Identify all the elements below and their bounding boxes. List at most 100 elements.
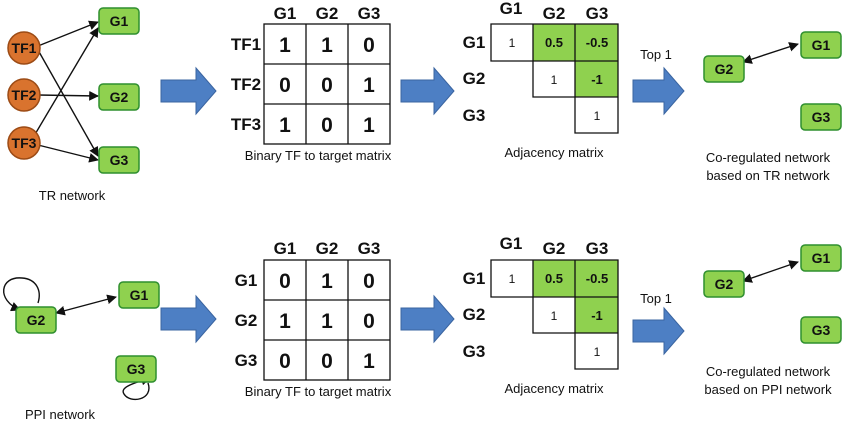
matrix-col-header: G2	[543, 239, 566, 258]
matrix-cell: -1	[591, 308, 603, 323]
network-label: PPI network	[25, 407, 96, 422]
matrix-cell: 0	[363, 34, 375, 57]
edge-g2-g1	[55, 294, 117, 316]
gene-node-label: G1	[130, 287, 149, 303]
matrix-grid	[263, 23, 391, 145]
matrix-row-header: G3	[463, 106, 486, 125]
flow-arrow	[400, 294, 455, 344]
matrix-col-header: G3	[586, 4, 609, 23]
tf-node: TF1	[7, 31, 41, 65]
tf-node-label: TF1	[12, 40, 37, 56]
ppi-network: G1 G2 G3 PPI network	[3, 277, 160, 422]
matrix-caption: Adjacency matrix	[505, 145, 604, 160]
matrix-row-header: G3	[463, 342, 486, 361]
gene-node-label: G2	[715, 276, 734, 292]
matrix-cell: 1	[321, 270, 333, 293]
matrix-col-header: G2	[543, 4, 566, 23]
matrix-row-header: TF3	[231, 115, 261, 134]
adjacency-matrix: G1 G2 G3 G1 G2 G3 1 0.5 -0.5 1 -1 1 Adja…	[463, 234, 619, 396]
gene-node-label: G3	[812, 322, 831, 338]
matrix-row-header: G1	[463, 269, 486, 288]
gene-node: G2	[98, 83, 140, 111]
matrix-cell: 0	[279, 350, 291, 373]
matrix-cell: 0	[279, 270, 291, 293]
matrix-cell: 1	[279, 310, 291, 333]
matrix-caption: Adjacency matrix	[505, 381, 604, 396]
flow-arrow	[400, 66, 455, 116]
matrix-col-header: G2	[316, 239, 339, 258]
matrix-cell: 1	[594, 109, 601, 123]
gene-node-label: G2	[110, 89, 129, 105]
gene-node-label: G3	[127, 361, 146, 377]
matrix-cell: 1	[551, 309, 558, 323]
tr-network: TF1 TF2 TF3 G1 G2 G3 TR network	[7, 7, 140, 203]
result-caption: Co-regulated network	[706, 364, 831, 379]
adjacency-matrix: G1 G2 G3 G1 G2 G3 1 0.5 -0.5 1 -1 1 Adja…	[463, 0, 619, 160]
matrix-cell: 0	[321, 114, 333, 137]
edge-tf3-g1	[33, 27, 99, 137]
matrix-cell: 1	[363, 114, 375, 137]
gene-node-label: G3	[812, 109, 831, 125]
matrix-grid	[490, 259, 619, 370]
matrix-cell: 0	[363, 310, 375, 333]
matrix-cell: 1	[594, 345, 601, 359]
matrix-col-header: G3	[586, 239, 609, 258]
matrix-caption: Binary TF to target matrix	[245, 384, 392, 399]
tf-node: TF2	[7, 78, 41, 112]
matrix-row-header: G3	[235, 351, 258, 370]
edge-tf1-g3	[37, 49, 99, 157]
top-label: Top 1	[640, 47, 672, 62]
matrix-cell: 0.5	[545, 35, 563, 50]
matrix-row-header: G2	[235, 311, 258, 330]
matrix-cell: 1	[279, 34, 291, 57]
gene-node-label: G2	[27, 312, 46, 328]
matrix-grid	[263, 259, 391, 381]
tf-node-label: TF2	[12, 87, 37, 103]
gene-node-label: G1	[812, 250, 831, 266]
gene-node: G3	[800, 103, 842, 131]
matrix-cell: 1	[321, 34, 333, 57]
gene-node-label: G1	[110, 13, 129, 29]
matrix-row-header: G1	[235, 271, 258, 290]
gene-node: G1	[800, 31, 842, 59]
matrix-cell: 0	[321, 350, 333, 373]
edge-g2-g1	[742, 260, 799, 283]
matrix-row-header: G2	[463, 305, 486, 324]
matrix-cell: -0.5	[586, 271, 608, 286]
matrix-cell: 1	[363, 74, 375, 97]
edge-g2-self	[3, 277, 40, 312]
binary-matrix: G1 G2 G3 G1 G2 G3 0 1 0 1 1 0 0 0 1 Bina…	[235, 239, 392, 399]
matrix-col-header: G1	[274, 239, 297, 258]
edge-tf1-g1	[37, 20, 99, 47]
matrix-cell: 1	[279, 114, 291, 137]
matrix-row-header: G2	[463, 69, 486, 88]
top-label: Top 1	[640, 291, 672, 306]
matrix-col-header: G2	[316, 4, 339, 23]
flow-arrow	[160, 294, 217, 344]
co-regulated-network: G1 G2 G3 Co-regulated network based on P…	[703, 244, 842, 397]
matrix-cell: 1	[509, 272, 516, 286]
flow-arrow	[632, 306, 685, 356]
gene-node: G3	[98, 146, 140, 174]
gene-node: G2	[15, 306, 57, 334]
matrix-row-header: G1	[463, 33, 486, 52]
matrix-cell: 0	[363, 270, 375, 293]
tf-node: TF3	[7, 126, 41, 160]
gene-node: G3	[115, 355, 157, 383]
matrix-col-header: G1	[500, 234, 523, 253]
result-caption: Co-regulated network	[706, 150, 831, 165]
matrix-cell: 0.5	[545, 271, 563, 286]
matrix-cell: 0	[321, 74, 333, 97]
matrix-col-header: G3	[358, 4, 381, 23]
matrix-cell: -0.5	[586, 35, 608, 50]
matrix-cell: 1	[321, 310, 333, 333]
matrix-col-header: G1	[500, 0, 523, 18]
edge-tf3-g3	[37, 144, 99, 163]
flow-arrow	[160, 66, 217, 116]
flow-arrow	[632, 66, 685, 116]
edge-tf2-g2	[37, 90, 99, 101]
matrix-cell: 1	[551, 73, 558, 87]
matrix-cell: -1	[591, 72, 603, 87]
gene-node-label: G3	[110, 152, 129, 168]
